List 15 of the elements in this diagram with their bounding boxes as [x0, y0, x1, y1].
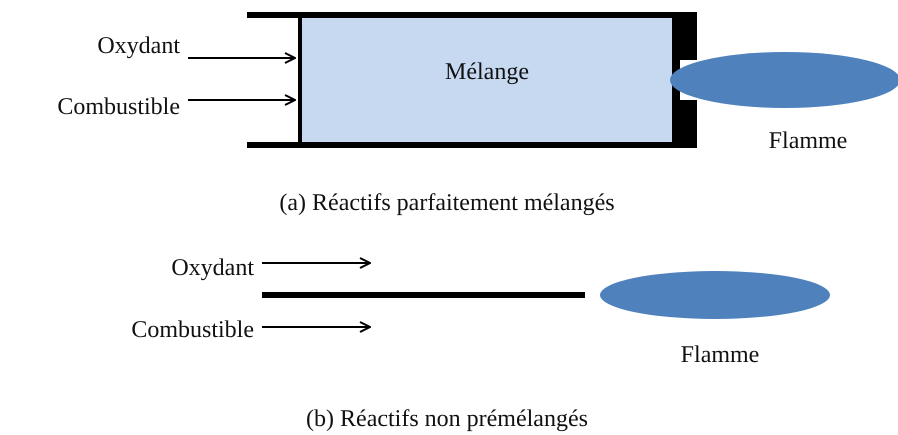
inlet-label: Oxydant — [97, 34, 180, 58]
chamber-label: Mélange — [444, 60, 530, 84]
caption: (b) Réactifs non prémélangés — [305, 407, 589, 431]
arrow — [188, 52, 296, 64]
flame-label: Flamme — [768, 129, 848, 153]
arrow — [188, 94, 296, 106]
flame-ellipse — [600, 271, 830, 319]
inlet-label: Oxydant — [171, 256, 254, 280]
arrow — [262, 257, 371, 269]
caption: (a) Réactifs parfaitement mélangés — [278, 191, 616, 215]
flame-label: Flamme — [680, 343, 760, 367]
inlet-label: Combustible — [57, 95, 180, 119]
mixing-chamber — [298, 18, 672, 142]
arrow — [262, 321, 371, 333]
inlet-label: Combustible — [131, 318, 254, 342]
